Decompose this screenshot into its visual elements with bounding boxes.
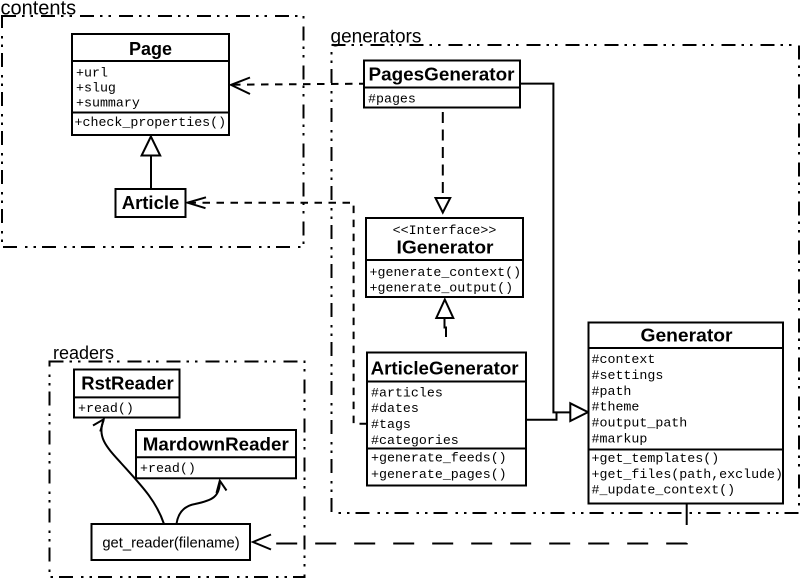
svg-text:PagesGenerator: PagesGenerator (369, 64, 515, 85)
svg-text:+read(): +read() (140, 461, 196, 476)
svg-text:+get_files(path,exclude): +get_files(path,exclude) (592, 467, 784, 482)
svg-text:MardownReader: MardownReader (143, 433, 289, 454)
svg-text:+get_templates(): +get_templates() (592, 451, 720, 466)
svg-text:+check_properties(): +check_properties() (75, 115, 227, 130)
svg-text:+slug: +slug (76, 81, 116, 96)
svg-text:RstReader: RstReader (81, 373, 174, 394)
svg-text:#markup: #markup (592, 432, 648, 447)
svg-text:IGenerator: IGenerator (397, 237, 494, 258)
svg-text:#theme: #theme (592, 400, 640, 415)
svg-text:contents: contents (1, 0, 77, 20)
svg-text:+url: +url (76, 66, 108, 81)
svg-text:Generator: Generator (641, 324, 733, 345)
svg-text:Article: Article (122, 192, 180, 213)
svg-text:+summary: +summary (76, 96, 140, 111)
svg-text:Page: Page (129, 38, 172, 59)
svg-text:<<Interface>>: <<Interface>> (393, 223, 497, 238)
svg-text:generators: generators (331, 27, 422, 48)
svg-text:#context: #context (592, 352, 656, 367)
svg-text:#articles: #articles (371, 385, 443, 400)
svg-text:+generate_feeds(): +generate_feeds() (371, 451, 507, 466)
svg-text:+generate_context(): +generate_context() (370, 265, 522, 280)
svg-text:readers: readers (53, 343, 114, 363)
svg-text:#output_path: #output_path (592, 416, 688, 431)
svg-text:+generate_output(): +generate_output() (370, 281, 514, 296)
svg-text:#tags: #tags (371, 417, 411, 432)
svg-text:#pages: #pages (368, 92, 416, 107)
svg-text:#path: #path (592, 384, 632, 399)
svg-text:#categories: #categories (371, 433, 459, 448)
svg-text:#_update_context(): #_update_context() (592, 483, 736, 498)
svg-text:#dates: #dates (371, 401, 419, 416)
svg-text:#settings: #settings (592, 368, 664, 383)
svg-text:ArticleGenerator: ArticleGenerator (371, 358, 519, 379)
svg-text:+generate_pages(): +generate_pages() (371, 467, 507, 482)
svg-text:+read(): +read() (78, 401, 134, 416)
svg-text:get_reader(filename): get_reader(filename) (102, 536, 239, 552)
